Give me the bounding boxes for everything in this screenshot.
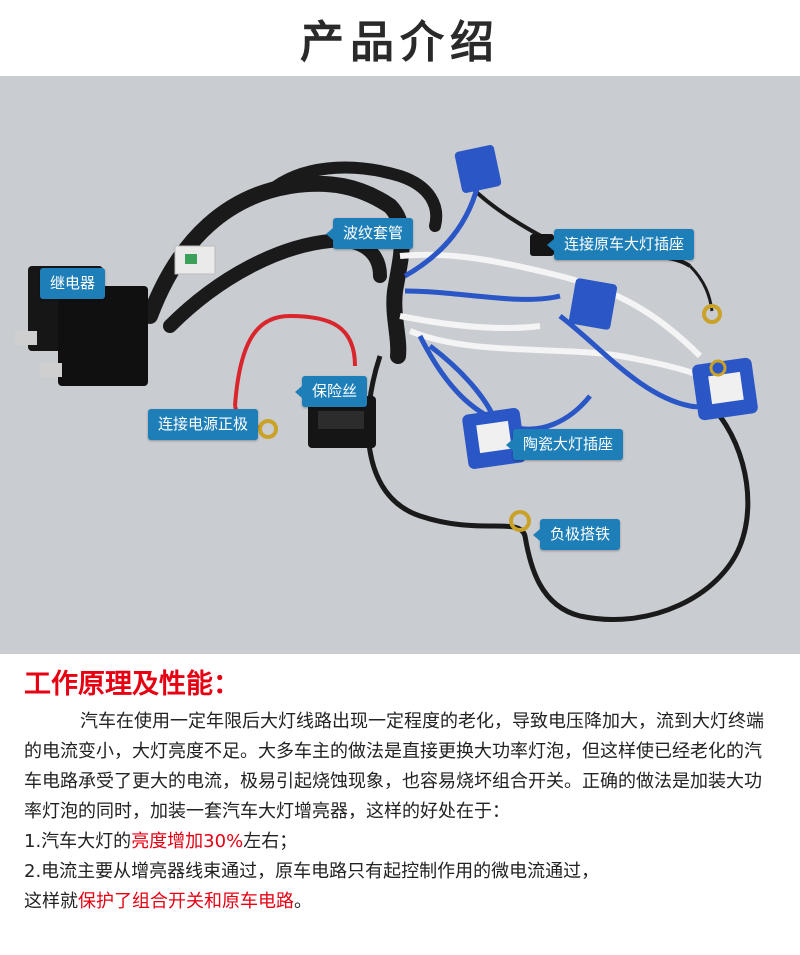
relay-label: 继电器 xyxy=(40,268,106,299)
ceramic-socket-label: 陶瓷大灯插座 xyxy=(505,429,624,460)
product-photo: 继电器 波纹套管 连接原车大灯插座 保险丝 连接电源正极 陶瓷大灯插座 负极搭铁 xyxy=(0,76,800,654)
item1-suffix: 左右； xyxy=(243,831,298,852)
description-paragraph: 汽车在使用一定年限后大灯线路出现一定程度的老化，导致电压降加大，流到大灯终端的电… xyxy=(24,707,776,827)
benefit-item-2-line1: 2.电流主要从增亮器线束通过，原车电路只有起控制作用的微电流通过， xyxy=(24,861,600,882)
ground-label: 负极搭铁 xyxy=(532,519,621,550)
benefit-item-1: 1.汽车大灯的亮度增加30%左右； xyxy=(24,827,776,857)
original-socket-label: 连接原车大灯插座 xyxy=(546,229,695,260)
item2-prefix: 这样就 xyxy=(24,891,78,912)
item1-prefix: 1.汽车大灯的 xyxy=(24,831,132,852)
benefit-item-2-line2: 这样就保护了组合开关和原车电路。 xyxy=(24,887,776,917)
corrugated-tube-label: 波纹套管 xyxy=(325,218,414,249)
page-title: 产品介绍 xyxy=(300,17,500,68)
item2-highlight: 保护了组合开关和原车电路 xyxy=(78,891,294,912)
item2-suffix: 。 xyxy=(294,891,312,912)
wiring-harness-illustration xyxy=(15,145,758,622)
header: 产品介绍 xyxy=(0,0,800,76)
power-positive-label: 连接电源正极 xyxy=(148,409,259,440)
item1-highlight: 亮度增加30% xyxy=(131,831,244,852)
paragraph-text: 汽车在使用一定年限后大灯线路出现一定程度的老化，导致电压降加大，流到大灯终端的电… xyxy=(24,711,764,822)
fuse-label: 保险丝 xyxy=(294,376,368,407)
section-title: 工作原理及性能： xyxy=(24,669,240,700)
description-section: 工作原理及性能： 汽车在使用一定年限后大灯线路出现一定程度的老化，导致电压降加大… xyxy=(0,654,800,955)
